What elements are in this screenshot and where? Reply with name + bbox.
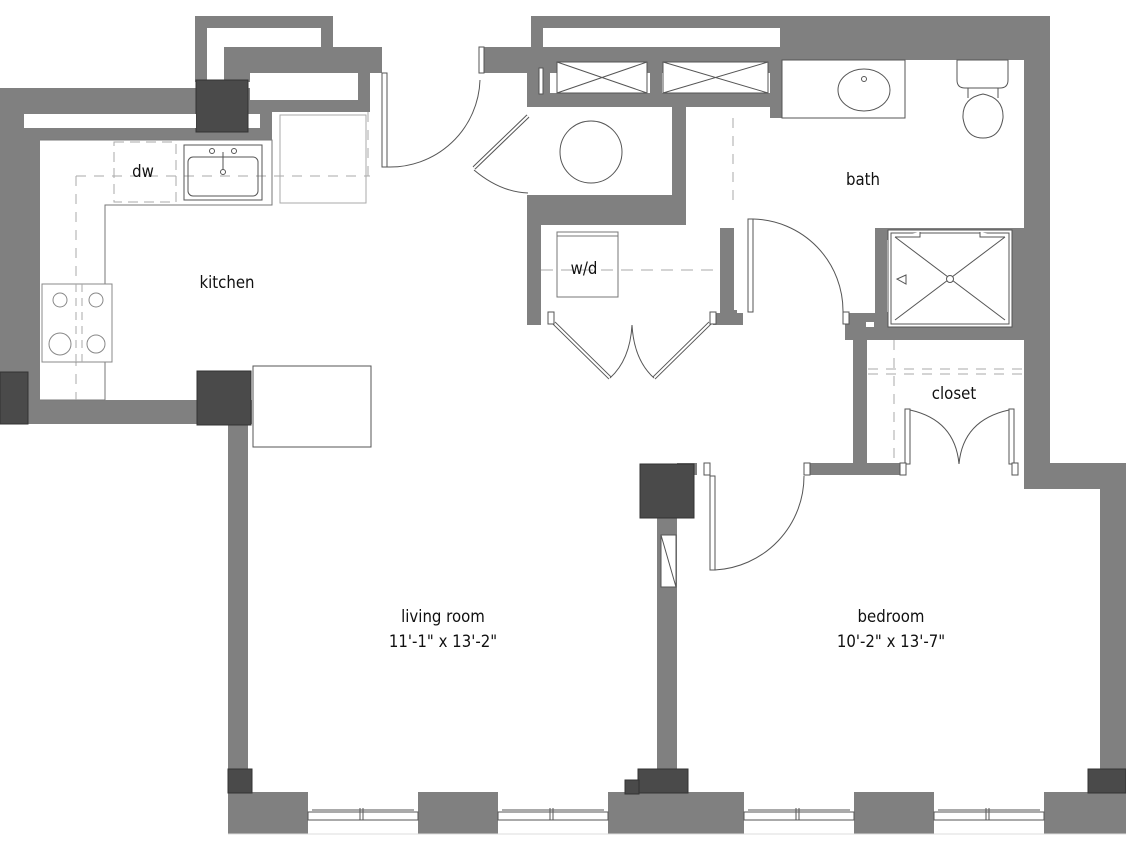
- water-heater-icon: [472, 67, 672, 195]
- door-swing-icon: [547, 311, 717, 380]
- bedroom-dimensions: 10'-2" x 13'-7": [836, 632, 946, 652]
- kitchen-label: kitchen: [199, 273, 255, 293]
- living-room-label: living room: [401, 607, 485, 627]
- shower-icon: [887, 229, 1013, 328]
- washer-dryer-icon: [541, 225, 720, 313]
- island-counter: [252, 365, 372, 448]
- living-room-dimensions: 11'-1" x 13'-2": [388, 632, 498, 652]
- stove-icon: [41, 283, 113, 363]
- door-swing-icon: [747, 218, 874, 327]
- laundry-label: w/d: [570, 259, 598, 279]
- bathroom-fixtures: [686, 118, 1024, 313]
- door-swing-icon: [899, 408, 1019, 476]
- columns: [0, 79, 1126, 795]
- refrigerator-icon: [279, 114, 367, 204]
- bathroom-sink-icon: [781, 59, 906, 119]
- bath-label: bath: [845, 170, 881, 190]
- closet-label: closet: [931, 384, 977, 404]
- closet-fixtures: [867, 340, 1024, 463]
- bedroom-label: bedroom: [857, 607, 925, 627]
- dishwasher-label: dw: [132, 162, 154, 182]
- storage-cabinets: [24, 28, 779, 128]
- dishwasher-icon: [113, 141, 177, 203]
- pocket-door: [660, 534, 677, 588]
- toilet-icon: [956, 59, 1009, 139]
- sink-icon: [183, 144, 263, 201]
- door-swing-icon: [381, 46, 485, 168]
- window-icon: [307, 808, 1045, 821]
- door-swing-icon: [703, 462, 811, 571]
